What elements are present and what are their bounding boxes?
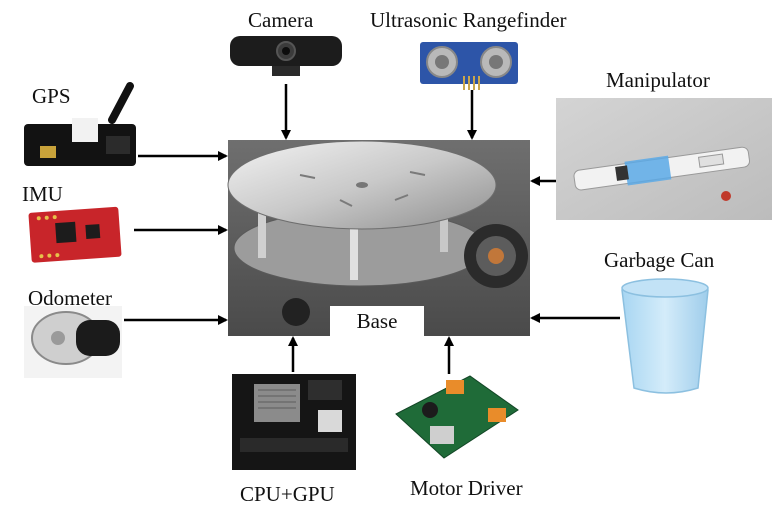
ultrasonic-image bbox=[420, 42, 518, 90]
motor-driver-label: Motor Driver bbox=[410, 476, 523, 500]
garbage-can-label: Garbage Can bbox=[604, 248, 715, 272]
gps-label: GPS bbox=[32, 84, 71, 108]
imu-label: IMU bbox=[22, 182, 63, 206]
motor-driver-image bbox=[395, 375, 519, 459]
camera-label: Camera bbox=[248, 8, 314, 32]
base-image bbox=[227, 140, 530, 336]
garbage-can-image bbox=[621, 278, 709, 394]
ultrasonic-label: Ultrasonic Rangefinder bbox=[370, 8, 567, 32]
odometer-label: Odometer bbox=[28, 286, 112, 310]
camera-image bbox=[230, 36, 342, 76]
imu-image bbox=[28, 206, 122, 263]
cpu-gpu-label: CPU+GPU bbox=[240, 482, 335, 506]
manipulator-label: Manipulator bbox=[606, 68, 710, 92]
odometer-image bbox=[24, 306, 122, 378]
base-label: Base bbox=[330, 306, 424, 336]
manipulator-image bbox=[556, 98, 772, 220]
gps-image bbox=[24, 82, 136, 166]
cpu-gpu-image bbox=[232, 374, 356, 470]
